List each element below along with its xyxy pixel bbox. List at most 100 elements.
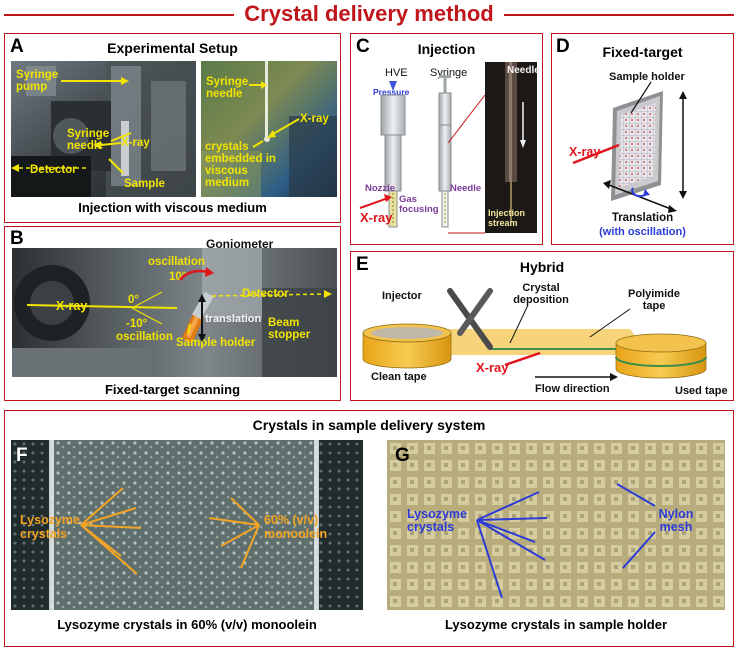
arrow [252, 140, 264, 148]
pressure-arrow [389, 81, 397, 91]
label-detector-a: Detector [30, 164, 77, 176]
arrow [208, 517, 260, 526]
label-used-tape: Used tape [675, 385, 728, 397]
label-xray-d: X-ray [569, 145, 601, 159]
label-xray-c: X-ray [360, 210, 393, 225]
panel-b-caption: Fixed-target scanning [104, 382, 241, 397]
panel-f-caption: Lysozyme crystals in 60% (v/v) monoolein [57, 617, 317, 632]
panel-c-title: Injection [417, 41, 476, 57]
angle-line [131, 291, 163, 309]
panel-e-title: Hybrid [519, 259, 565, 275]
setup-photo-left [11, 61, 196, 197]
label-injection-stream: Injection stream [488, 208, 526, 228]
label-sample-holder-b: Sample holder [176, 337, 256, 349]
xray-beam [26, 304, 178, 309]
arrowhead [11, 164, 19, 172]
arrow [100, 142, 122, 146]
panel-a-letter: A [10, 36, 24, 57]
panel-bottom-title: Crystals in sample delivery system [252, 417, 486, 433]
label-xray-a-right: X-ray [300, 113, 329, 125]
label-clean-tape: Clean tape [371, 371, 427, 383]
injector-gas [457, 288, 493, 336]
panel-a-right-arrows [249, 81, 300, 148]
label-angle-positive: 10° [169, 271, 187, 283]
panel-f-letter: F [16, 445, 28, 466]
panel-a-left-arrows [11, 77, 132, 174]
panel-d-schematic [572, 81, 687, 213]
arrow [476, 519, 503, 599]
sample-holder-photo-art [387, 440, 725, 610]
panel-g-caption: Lysozyme crystals in sample holder [444, 617, 668, 632]
arrow [622, 531, 656, 569]
injection-stream-photo-art [485, 62, 537, 233]
monoolein-photo [11, 440, 363, 610]
label-crystals-embedded: crystals embedded in viscous medium [205, 141, 276, 189]
label-angle-zero: 0° [128, 294, 139, 306]
label-syringe-pump: Syringe pump [16, 69, 59, 93]
label-lysozyme-f: Lysozyme crystals [20, 513, 80, 541]
label-nozzle: Nozzle [365, 183, 396, 194]
injection-stream-photo [485, 62, 537, 233]
label-syringe-needle-right: Syringe needle [206, 76, 249, 100]
sample-holder-photo [387, 440, 725, 610]
arrowhead [679, 191, 687, 199]
panel-b-letter: B [10, 228, 24, 249]
oscillation-arc [179, 269, 209, 281]
label-translation-d: Translation [611, 212, 674, 224]
panel-a-caption: Injection with viscous medium [78, 200, 267, 215]
arrow [187, 323, 191, 335]
label-goniometer: Goniometer [206, 237, 274, 251]
label-xray-e: X-ray [476, 360, 509, 375]
label-needle-photo: Needle [507, 65, 540, 76]
arrow [80, 507, 137, 526]
label-hve: HVE [385, 67, 408, 79]
label-needle-c: Needle [450, 183, 482, 194]
xray-beam-e [504, 351, 541, 367]
used-roll-stripe [615, 356, 707, 367]
arrow [476, 519, 546, 561]
arrow [80, 487, 124, 526]
panel-e-schematic [362, 288, 707, 381]
arrowhead [261, 81, 267, 89]
arrow [616, 483, 656, 507]
arrow [80, 524, 138, 575]
label-detector-b: Detector [242, 288, 289, 300]
panel-f-arrows [80, 487, 260, 575]
label-gas-focusing: Gas focusing [399, 194, 439, 215]
arrowhead [643, 189, 650, 196]
label-oscillation-bottom: oscillation [116, 331, 173, 343]
arrow [220, 524, 260, 547]
label-lysozyme-g: Lysozyme crystals [407, 507, 467, 534]
hve-body [380, 94, 406, 136]
label-beam-stopper: Beam stopper [268, 317, 311, 341]
arrowhead [121, 77, 129, 85]
panel-g-letter: G [395, 445, 410, 466]
label-sample-holder-d: Sample holder [609, 71, 685, 83]
panel-c-schematic [359, 75, 486, 234]
fixed-target-photo-art [12, 248, 337, 377]
detector-arrow [211, 293, 328, 297]
arrow [230, 497, 260, 526]
panel-c-letter: C [356, 36, 370, 57]
zoom-line [447, 94, 486, 144]
fixed-target-photo [12, 248, 337, 377]
label-polyimide-tape: Polyimide tape [628, 288, 680, 312]
label-monoolein: 60% (v/v) monoolein [264, 513, 328, 541]
arrow [80, 524, 142, 529]
label-nylon-mesh: Nylon mesh [658, 507, 694, 534]
used-roll-side [615, 342, 707, 379]
label-flow-direction: Flow direction [535, 383, 610, 395]
label-syringe-needle-left: Syringe needle [67, 128, 110, 152]
arrow [110, 132, 132, 142]
setup-photo-right [201, 61, 337, 197]
panel-b-arrows [26, 267, 332, 342]
panel-d-letter: D [556, 36, 570, 57]
holder-pointer [630, 81, 652, 114]
arrowhead [324, 290, 332, 298]
arrow [240, 524, 260, 569]
label-angle-negative: -10° [126, 318, 148, 330]
arrowhead [93, 141, 101, 149]
figure-title: Crystal delivery method [0, 0, 738, 28]
label-injector: Injector [382, 290, 422, 302]
arrowhead [384, 194, 392, 202]
